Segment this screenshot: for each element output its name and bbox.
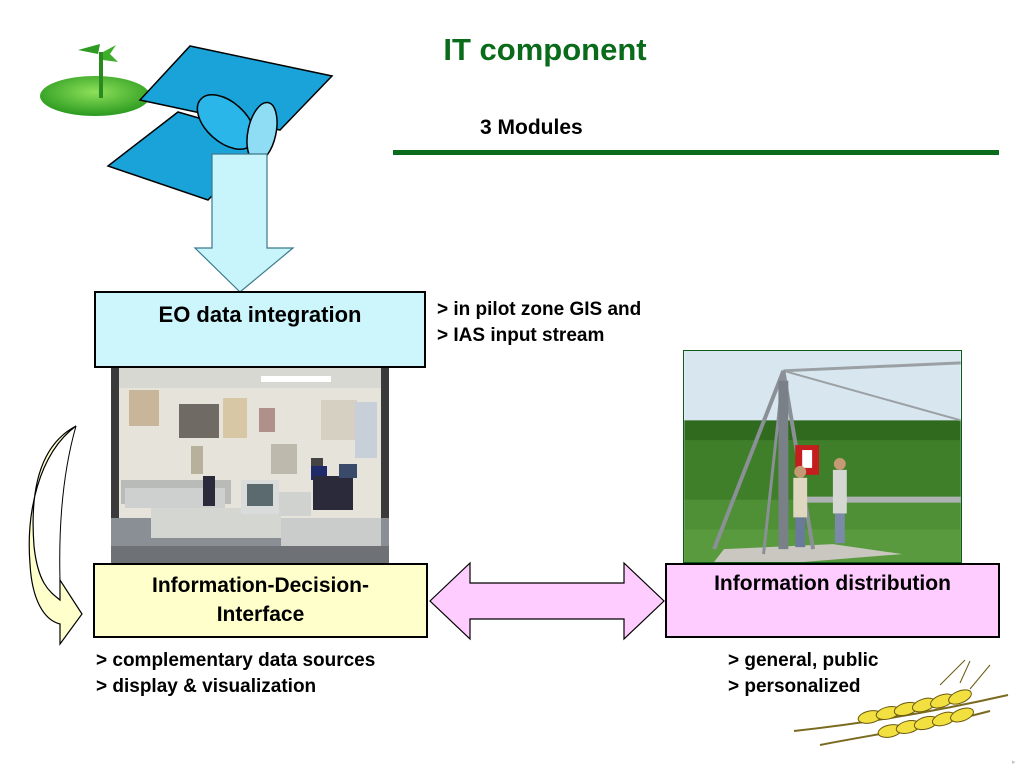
slide-footer-mark: ▸	[1012, 759, 1016, 766]
information-distribution-box: Information distribution	[665, 563, 1000, 638]
idi-note-1: > complementary data sources	[96, 650, 376, 671]
page-subtitle: 3 Modules	[480, 116, 583, 139]
information-decision-interface-box: Information-Decision- Interface	[93, 563, 428, 638]
satellite-icon	[106, 45, 334, 201]
eo-note-1: > in pilot zone GIS and	[437, 299, 642, 320]
title-divider	[393, 150, 999, 155]
golf-flag-logo-icon	[40, 44, 150, 116]
eo-data-integration-box: EO data integration	[94, 291, 426, 368]
down-arrow-icon	[193, 153, 295, 293]
eo-notes: > in pilot zone GIS and > IAS input stre…	[437, 297, 641, 349]
curved-arrow-icon	[28, 425, 83, 646]
computer-lab-photo	[111, 368, 389, 563]
eo-note-2: > IAS input stream	[437, 325, 605, 346]
wheat-ears-icon	[793, 659, 1009, 746]
page-title: IT component	[443, 32, 647, 67]
eo-data-integration-label: EO data integration	[158, 302, 362, 327]
irrigation-field-photo	[683, 350, 962, 563]
information-distribution-label: Information distribution	[714, 572, 951, 595]
dist-note-2: > personalized	[728, 676, 861, 697]
idi-note-2: > display & visualization	[96, 676, 317, 697]
idi-label-line1: Information-Decision-	[151, 574, 369, 597]
idi-label-line2: Interface	[216, 603, 305, 626]
dist-notes: > general, public > personalized	[728, 648, 878, 700]
double-arrow-icon	[429, 561, 665, 641]
idi-notes: > complementary data sources > display &…	[96, 648, 375, 700]
dist-note-1: > general, public	[728, 650, 879, 671]
